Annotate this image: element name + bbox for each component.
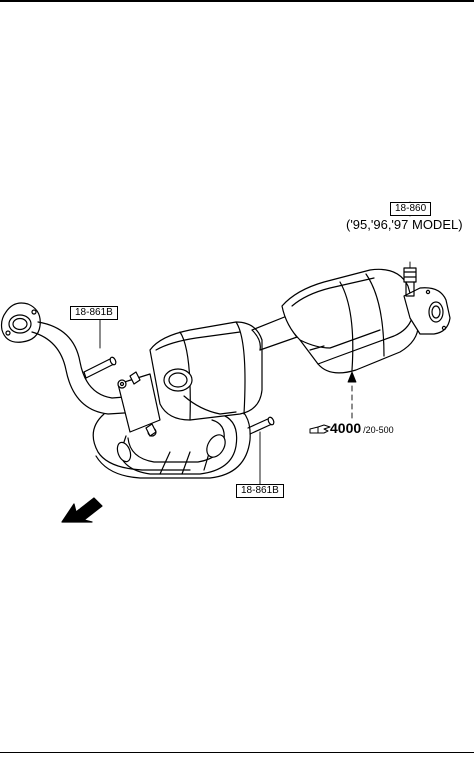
reference-number: 4000 bbox=[330, 420, 362, 436]
model-years-note: ('95,'96,'97 MODEL) bbox=[346, 217, 463, 232]
y-junction-flange bbox=[117, 371, 161, 437]
hand-pointer-icon bbox=[309, 424, 331, 434]
center-converter-body bbox=[149, 321, 263, 421]
reference-callout: 4000/20-500 bbox=[306, 420, 394, 438]
outlet-flange-right bbox=[403, 287, 451, 335]
part-label-18-861b-lower: 18-861B bbox=[236, 484, 284, 498]
rear-catalytic-converter bbox=[281, 268, 419, 374]
front-pipe-left bbox=[31, 321, 191, 471]
stud-bolt-left bbox=[83, 356, 117, 379]
fwd-arrow-icon bbox=[61, 497, 103, 523]
stud-bolt-lower bbox=[247, 416, 275, 435]
top-border-rule bbox=[0, 0, 474, 2]
inlet-flange-left bbox=[0, 302, 41, 343]
leader-lines bbox=[99, 201, 411, 485]
reference-page: /20-500 bbox=[363, 425, 394, 435]
part-label-18-860: 18-860 bbox=[390, 202, 432, 216]
bottom-border-rule bbox=[0, 752, 474, 753]
crossover-pipe bbox=[95, 403, 251, 479]
oxygen-sensor bbox=[403, 267, 417, 297]
part-label-18-861b-upper: 18-861B bbox=[70, 306, 118, 320]
